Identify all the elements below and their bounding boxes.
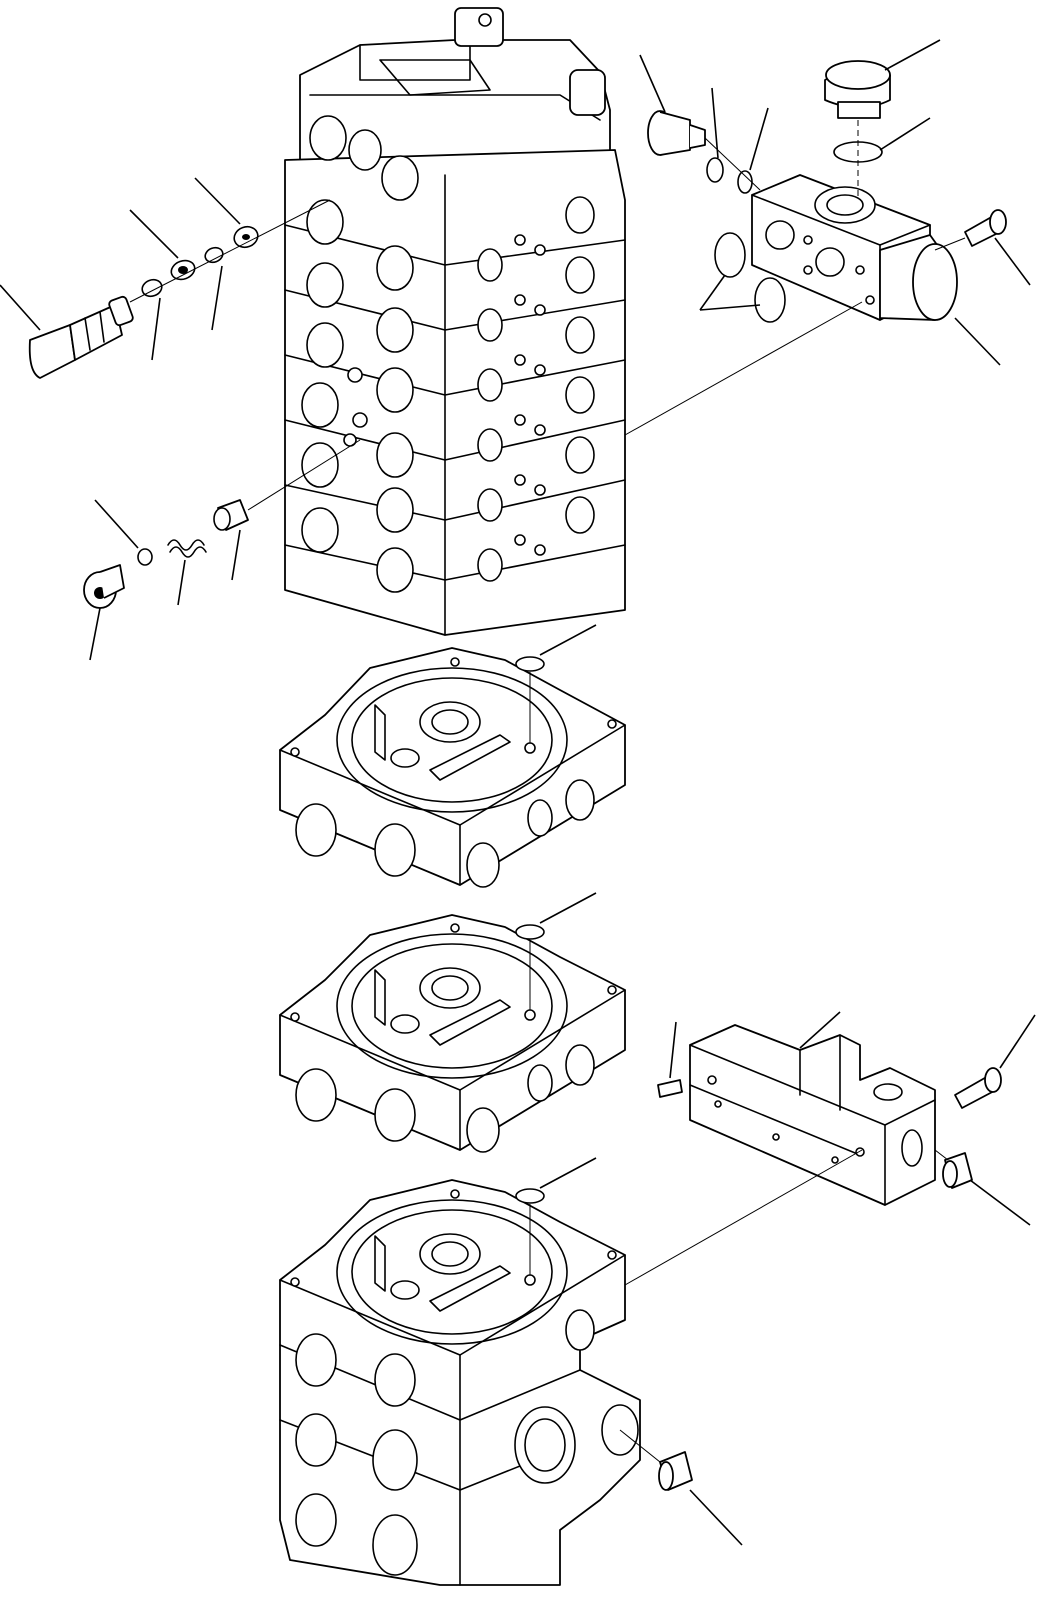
relief-valve-upper-left	[0, 177, 331, 379]
stack-slabs	[284, 149, 626, 636]
relief-plug-block-upper-right	[624, 39, 1031, 436]
plug-bottom	[619, 1429, 743, 1546]
valve-section-middle	[279, 892, 626, 1153]
valve-section-lower	[279, 1157, 641, 1586]
solenoid-block-lower-right	[624, 1011, 1036, 1286]
check-valve-assembly-left	[83, 439, 361, 661]
stack-ports	[301, 115, 595, 593]
main-valve-stack	[284, 7, 626, 636]
valve-section-upper	[279, 624, 626, 888]
